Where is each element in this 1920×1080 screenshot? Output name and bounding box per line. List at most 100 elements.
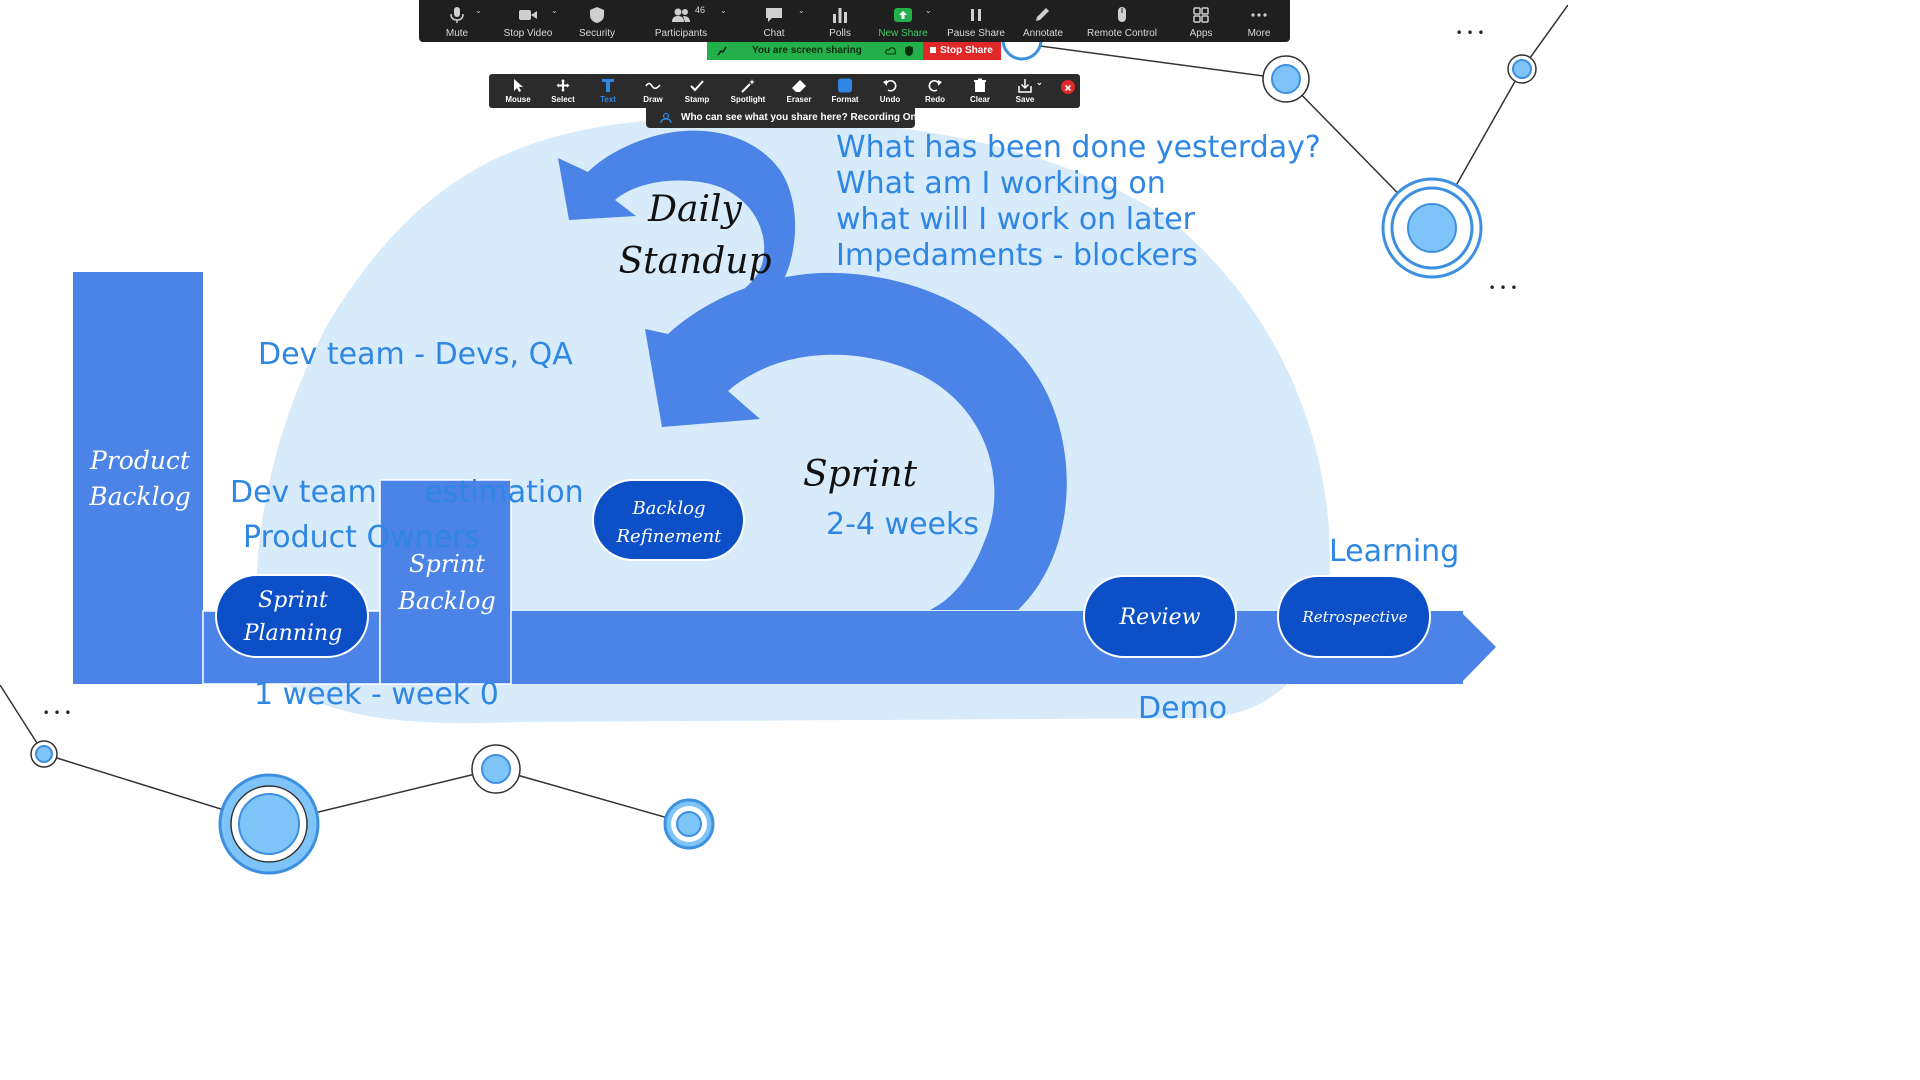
dev-team-devs-qa-note: Dev team - Devs, QA (258, 337, 573, 372)
format-tool[interactable]: Format (825, 74, 865, 108)
pause-share-button[interactable]: Pause Share (947, 0, 1005, 42)
annotate-button[interactable]: Annotate (1019, 0, 1067, 42)
microphone-icon (450, 7, 464, 23)
chevron-down-icon[interactable]: ⌄ (925, 6, 932, 15)
clear-tool-label: Clear (969, 95, 990, 104)
select-tool[interactable]: Select (544, 74, 582, 108)
text-tool[interactable]: Text (589, 74, 627, 108)
eraser-tool[interactable]: Eraser (780, 74, 818, 108)
network-node (30, 740, 58, 768)
more-button[interactable]: More (1241, 0, 1277, 42)
bar-chart-icon (833, 8, 847, 23)
spotlight-tool-label: Spotlight (730, 95, 766, 104)
zoom-meeting-toolbar: ⌄ Mute ⌄ Stop Video Security 46 ⌄ Partic… (419, 0, 1290, 42)
one-week-note: 1 week - week 0 (254, 677, 499, 712)
close-annotation-button[interactable] (1061, 80, 1075, 94)
mute-label: Mute (445, 28, 469, 39)
save-tool[interactable]: ⌄ Save (1006, 74, 1044, 108)
standup-question-2: What am I working on (836, 166, 1166, 201)
ellipsis-icon (1251, 13, 1267, 17)
ellipsis-dots: • • • (1456, 26, 1485, 40)
ellipsis-dots: • • • (43, 706, 72, 720)
network-decoration (0, 4, 1568, 825)
who-can-see-text: Who can see what you share here? Recordi… (681, 112, 917, 123)
annotation-toolbar: Mouse Select Text Draw Stamp Spotlight E… (489, 74, 1080, 108)
apps-label: Apps (1189, 28, 1213, 39)
chat-bubble-icon (766, 8, 782, 22)
backlog-refinement-pill (592, 479, 745, 561)
stop-share-button[interactable]: Stop Share (923, 42, 1001, 60)
stop-video-label: Stop Video (503, 28, 553, 39)
mute-button[interactable]: ⌄ Mute (435, 0, 482, 42)
annotate-label: Annotate (1022, 28, 1064, 39)
who-can-see-banner[interactable]: Who can see what you share here? Recordi… (646, 108, 917, 128)
stamp-tool[interactable]: Stamp (678, 74, 716, 108)
magic-wand-icon (741, 79, 755, 93)
clear-tool[interactable]: Clear (961, 74, 999, 108)
new-share-button[interactable]: ⌄ New Share (877, 0, 932, 42)
pause-icon (971, 9, 981, 21)
sprint-planning-pill (215, 574, 369, 658)
remote-control-label: Remote Control (1086, 28, 1158, 39)
security-button[interactable]: Security (569, 0, 625, 42)
eraser-tool-label: Eraser (786, 95, 812, 104)
sprint-backlog-block (379, 479, 512, 685)
squiggle-icon (645, 82, 661, 90)
daily-standup-arrow (558, 130, 796, 288)
network-node-large (1381, 177, 1483, 279)
screen-sharing-status: You are screen sharing (707, 42, 923, 60)
undo-tool[interactable]: Undo (871, 74, 909, 108)
checkmark-icon (690, 80, 704, 92)
chevron-down-icon[interactable]: ⌄ (798, 6, 805, 15)
mouse-tool[interactable]: Mouse (499, 74, 537, 108)
shield-check-icon (905, 46, 913, 56)
stop-video-button[interactable]: ⌄ Stop Video (499, 0, 558, 42)
sprint-timeline-arrowhead (1460, 611, 1496, 684)
sprint-label: Sprint (803, 454, 918, 495)
participants-label: Participants (654, 28, 708, 39)
ellipsis-dots: • • • (1489, 281, 1518, 295)
review-label: Review (1119, 605, 1201, 630)
select-tool-label: Select (551, 95, 575, 104)
demo-note: Demo (1138, 691, 1227, 726)
security-label: Security (578, 28, 616, 39)
sprint-planning-label-line2: Planning (243, 621, 343, 646)
participants-icon (672, 8, 690, 22)
redo-tool-label: Redo (925, 95, 945, 104)
spotlight-tool[interactable]: Spotlight (725, 74, 771, 108)
shield-icon (590, 7, 604, 23)
chevron-down-icon[interactable]: ⌄ (475, 6, 482, 15)
draw-tool[interactable]: Draw (634, 74, 672, 108)
format-tool-label: Format (831, 95, 859, 104)
remote-control-button[interactable]: Remote Control (1085, 0, 1159, 42)
move-arrows-icon (556, 79, 570, 92)
chevron-down-icon[interactable]: ⌄ (551, 6, 558, 15)
draw-tool-label: Draw (643, 95, 663, 104)
save-tool-label: Save (1015, 95, 1035, 104)
signal-icon (717, 46, 727, 56)
background-blob (256, 117, 1330, 724)
chevron-down-icon[interactable]: ⌄ (1036, 78, 1043, 87)
new-share-label: New Share (878, 28, 928, 39)
screen-sharing-text: You are screen sharing (752, 45, 862, 56)
save-download-icon (1018, 79, 1032, 93)
text-t-icon (602, 79, 614, 92)
apps-icon (1193, 7, 1209, 23)
product-backlog-block (73, 272, 203, 684)
stop-square-icon (930, 47, 936, 53)
dev-team-estimation-note: Dev team estimation (230, 475, 584, 510)
sprint-loop-arrow (645, 272, 1067, 610)
participants-button[interactable]: 46 ⌄ Participants (651, 0, 727, 42)
product-owners-note: Product Owners (243, 520, 480, 555)
standup-question-3: what will I work on later (836, 202, 1196, 237)
close-icon (1064, 84, 1072, 92)
slide-canvas: • • • • • • • • • Product Backlog Sprint… (0, 4, 1568, 875)
polls-button[interactable]: Polls (819, 0, 861, 42)
apps-button[interactable]: Apps (1183, 0, 1219, 42)
pencil-icon (1036, 8, 1049, 21)
redo-tool[interactable]: Redo (916, 74, 954, 108)
retrospective-pill (1277, 575, 1431, 658)
chevron-down-icon[interactable]: ⌄ (720, 6, 727, 15)
chat-button[interactable]: ⌄ Chat (752, 0, 804, 42)
person-icon (660, 112, 672, 124)
